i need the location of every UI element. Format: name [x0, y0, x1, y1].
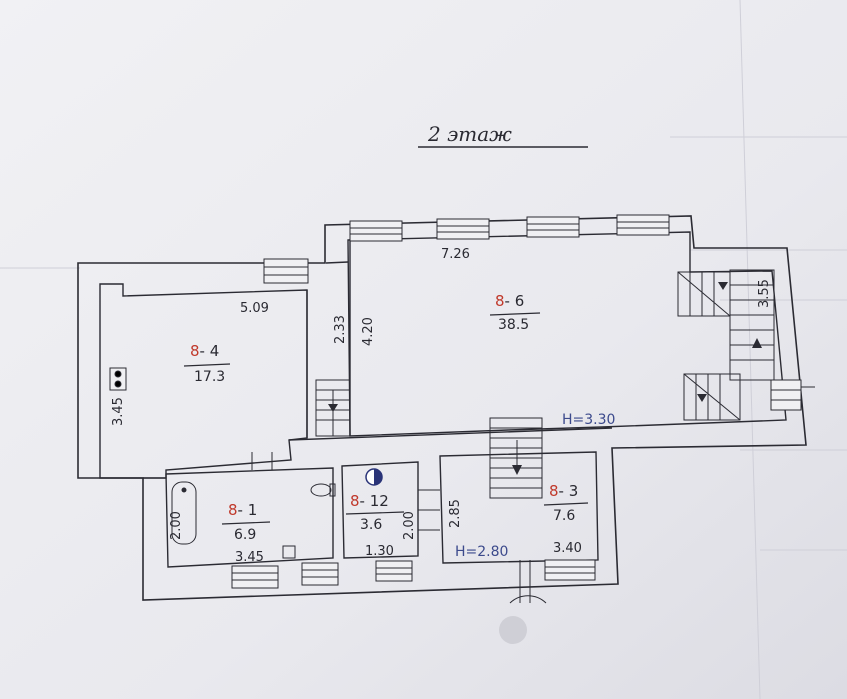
room-8-4-area: 17.3: [194, 369, 225, 385]
room-8-6: 8- 6 38.5: [489, 292, 541, 333]
svg-text:8- 6: 8- 6: [495, 292, 524, 310]
svg-text:8- 4: 8- 4: [190, 342, 219, 360]
svg-text:8- 1: 8- 1: [228, 501, 257, 519]
room-8-6-code-suffix: - 6: [505, 292, 525, 310]
dim-5-09: 5.09: [240, 301, 269, 316]
dim-2-33: 2.33: [333, 315, 348, 344]
gas-meter-icon: [365, 468, 383, 486]
room-8-1-code-suffix: - 1: [238, 501, 258, 519]
dim-2-00-mid: 2.00: [402, 511, 417, 540]
dim-4-20: 4.20: [361, 317, 376, 346]
room-8-6-area: 38.5: [498, 317, 529, 333]
dim-1-30: 1.30: [365, 544, 394, 559]
dim-7-26: 7.26: [441, 247, 470, 262]
dim-3-45-bottom: 3.45: [235, 550, 264, 565]
height-main: H=3.30: [562, 412, 615, 428]
room-8-12-code-prefix: 8: [350, 492, 360, 510]
dim-3-45-left: 3.45: [111, 397, 126, 426]
room-8-4-code-suffix: - 4: [200, 342, 220, 360]
room-8-12: 8- 12 3.6: [345, 492, 405, 533]
entry-mark: [499, 616, 527, 644]
room-8-3-code-prefix: 8: [549, 482, 559, 500]
dim-3-40: 3.40: [553, 541, 582, 556]
stair-arrows: [328, 282, 762, 475]
dim-2-85: 2.85: [448, 499, 463, 528]
room-8-3: 8- 3 7.6: [543, 482, 589, 524]
room-8-1: 8- 1 6.9: [221, 501, 271, 543]
room-8-3-code-suffix: - 3: [559, 482, 579, 500]
room-8-1-area: 6.9: [234, 527, 256, 543]
dim-3-55: 3.55: [757, 279, 772, 308]
staircases: [315, 269, 775, 499]
dim-2-00-left: 2.00: [169, 511, 184, 540]
windows: [109, 214, 815, 589]
ceiling-heights: H=3.30 H=2.80: [455, 412, 615, 560]
height-lower: H=2.80: [455, 544, 508, 560]
room-8-1-code-prefix: 8: [228, 501, 238, 519]
floor-title: 2 этаж: [427, 122, 512, 146]
room-8-3-area: 7.6: [553, 508, 575, 524]
dimensions: 7.26 5.09 2.33 4.20 3.55 3.45 2.00 3.45 …: [111, 247, 772, 565]
room-8-6-code-prefix: 8: [495, 292, 505, 310]
svg-text:8- 3: 8- 3: [549, 482, 578, 500]
room-8-4: 8- 4 17.3: [183, 342, 231, 385]
room-8-12-area: 3.6: [360, 517, 382, 533]
room-8-4-code-prefix: 8: [190, 342, 200, 360]
room-8-12-code-suffix: - 12: [360, 492, 389, 510]
fixtures: [171, 452, 547, 604]
svg-text:8- 12: 8- 12: [350, 492, 389, 510]
